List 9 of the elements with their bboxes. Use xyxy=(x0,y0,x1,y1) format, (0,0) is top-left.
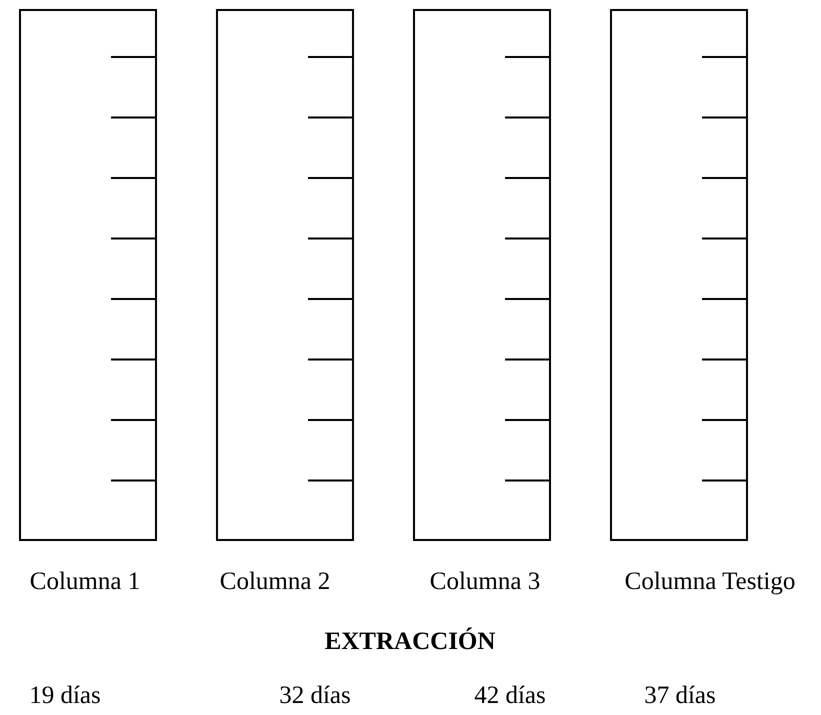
duration-label: 19 días xyxy=(29,682,101,710)
duration-label: 42 días xyxy=(474,682,546,710)
duration-label: 37 días xyxy=(644,682,716,710)
column-label: Columna 2 xyxy=(220,568,330,596)
duration-label: 32 días xyxy=(279,682,351,710)
column-label: Columna 3 xyxy=(430,568,540,596)
column-label: Columna 1 xyxy=(30,568,140,596)
section-heading: EXTRACCIÓN xyxy=(324,628,496,656)
column-label: Columna Testigo xyxy=(624,568,796,596)
